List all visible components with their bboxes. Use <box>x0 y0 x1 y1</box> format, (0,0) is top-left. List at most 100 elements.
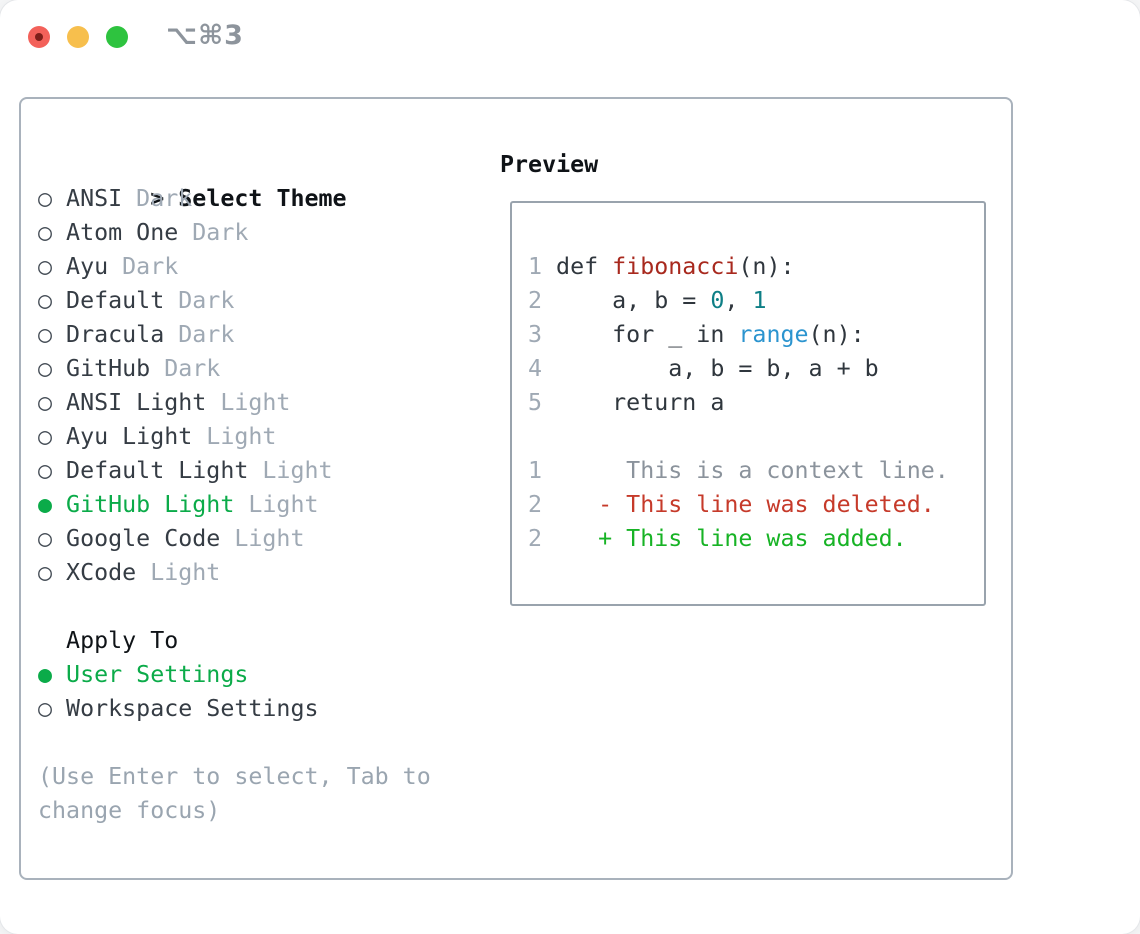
code-segment-code: def <box>556 253 613 280</box>
option-label: Default Light <box>66 457 249 484</box>
select-theme-heading: > Select Theme <box>38 148 431 212</box>
hint-line-1: (Use Enter to select, Tab to <box>38 763 431 790</box>
code-segment-code: , <box>724 287 753 314</box>
close-button[interactable] <box>28 26 50 48</box>
theme-option-atom-one[interactable]: ○ Atom One Dark <box>38 216 431 250</box>
theme-variant-tag: Dark <box>164 355 221 382</box>
code-segment-context: This is a context line. <box>556 457 949 484</box>
option-label: Default <box>66 287 165 314</box>
diff-deleted-line: 2 - This line was deleted. <box>528 488 984 522</box>
preview-heading: Preview <box>500 151 599 178</box>
code-line: 4 a, b = b, a + b <box>528 352 984 386</box>
zoom-button[interactable] <box>106 26 128 48</box>
line-number: 2 <box>528 525 543 552</box>
theme-variant-tag: Light <box>206 423 277 450</box>
radio-icon: ○ <box>38 355 53 382</box>
code-segment-deleted: - This line was deleted. <box>556 491 935 518</box>
spacer <box>38 726 431 760</box>
radio-icon: ○ <box>38 389 53 416</box>
code-line: 2 a, b = 0, 1 <box>528 284 984 318</box>
option-label: Google Code <box>66 525 221 552</box>
apply-option-user-settings[interactable]: ● User Settings <box>38 658 431 692</box>
blank-line <box>528 420 984 454</box>
hint-line-2: change focus) <box>38 797 221 824</box>
radio-icon: ○ <box>38 321 53 348</box>
radio-icon: ○ <box>38 253 53 280</box>
code-segment-code: for _ in <box>556 321 739 348</box>
code-line: 3 for _ in range(n): <box>528 318 984 352</box>
radio-icon: ○ <box>38 457 53 484</box>
theme-option-google-code[interactable]: ○ Google Code Light <box>38 522 431 556</box>
apply-option-workspace-settings[interactable]: ○ Workspace Settings <box>38 692 431 726</box>
cursor-marker-icon: > <box>150 185 165 212</box>
line-number: 1 <box>528 253 543 280</box>
theme-variant-tag: Dark <box>122 253 179 280</box>
option-label: ANSI Light <box>66 389 207 416</box>
line-number: 2 <box>528 287 543 314</box>
hint-text: (Use Enter to select, Tab to change focu… <box>38 760 431 828</box>
radio-icon: ○ <box>38 287 53 314</box>
diff-context-line: 1 This is a context line. <box>528 454 984 488</box>
theme-option-ansi-light[interactable]: ○ ANSI Light Light <box>38 386 431 420</box>
line-number: 4 <box>528 355 543 382</box>
diff-added-line: 2 + This line was added. <box>528 522 984 556</box>
theme-option-github-light[interactable]: ● GitHub Light Light <box>38 488 431 522</box>
radio-icon: ○ <box>38 525 53 552</box>
radio-icon: ○ <box>38 219 53 246</box>
radio-icon: ○ <box>38 559 53 586</box>
option-label: Ayu Light <box>66 423 193 450</box>
theme-option-default[interactable]: ○ Default Dark <box>38 284 431 318</box>
theme-variant-tag: Light <box>220 389 291 416</box>
code-line: 5 return a <box>528 386 984 420</box>
code-segment-code: (n): <box>808 321 865 348</box>
theme-variant-tag: Light <box>150 559 221 586</box>
apply-to-heading: Apply To <box>66 627 179 654</box>
option-label: XCode <box>66 559 137 586</box>
code-segment-code: a, b = b, a + b <box>556 355 879 382</box>
theme-option-default-light[interactable]: ○ Default Light Light <box>38 454 431 488</box>
radio-selected-icon: ● <box>38 491 53 518</box>
option-label: GitHub <box>66 355 151 382</box>
code-segment-added: + This line was added. <box>556 525 907 552</box>
code-segment-func: fibonacci <box>612 253 739 280</box>
window-title: ⌥⌘3 <box>166 20 244 51</box>
theme-variant-tag: Dark <box>136 185 193 212</box>
minimize-button[interactable] <box>67 26 89 48</box>
line-number: 5 <box>528 389 543 416</box>
theme-option-ayu-light[interactable]: ○ Ayu Light Light <box>38 420 431 454</box>
theme-variant-tag: Light <box>248 491 319 518</box>
radio-icon: ○ <box>38 695 53 722</box>
option-label: GitHub Light <box>66 491 235 518</box>
theme-variant-tag: Dark <box>192 219 249 246</box>
line-number: 2 <box>528 491 543 518</box>
code-segment-code: return a <box>556 389 725 416</box>
radio-icon: ○ <box>38 423 53 450</box>
code-segment-number: 1 <box>752 287 767 314</box>
option-label: Workspace Settings <box>66 695 319 722</box>
theme-variant-tag: Dark <box>178 321 235 348</box>
theme-option-github[interactable]: ○ GitHub Dark <box>38 352 431 386</box>
select-theme-heading-label: Select Theme <box>178 185 347 212</box>
code-segment-builtin: range <box>738 321 809 348</box>
theme-variant-tag: Light <box>234 525 305 552</box>
theme-variant-tag: Dark <box>178 287 235 314</box>
line-number: 1 <box>528 457 543 484</box>
titlebar: ⌥⌘3 <box>0 0 1140 74</box>
theme-option-xcode[interactable]: ○ XCode Light <box>38 556 431 590</box>
radio-selected-icon: ● <box>38 661 53 688</box>
theme-variant-tag: Light <box>262 457 333 484</box>
option-label: User Settings <box>66 661 249 688</box>
option-label: ANSI <box>66 185 123 212</box>
spacer <box>38 590 431 624</box>
code-segment-code: a, b = <box>556 287 711 314</box>
line-number: 3 <box>528 321 543 348</box>
option-label: Atom One <box>66 219 179 246</box>
